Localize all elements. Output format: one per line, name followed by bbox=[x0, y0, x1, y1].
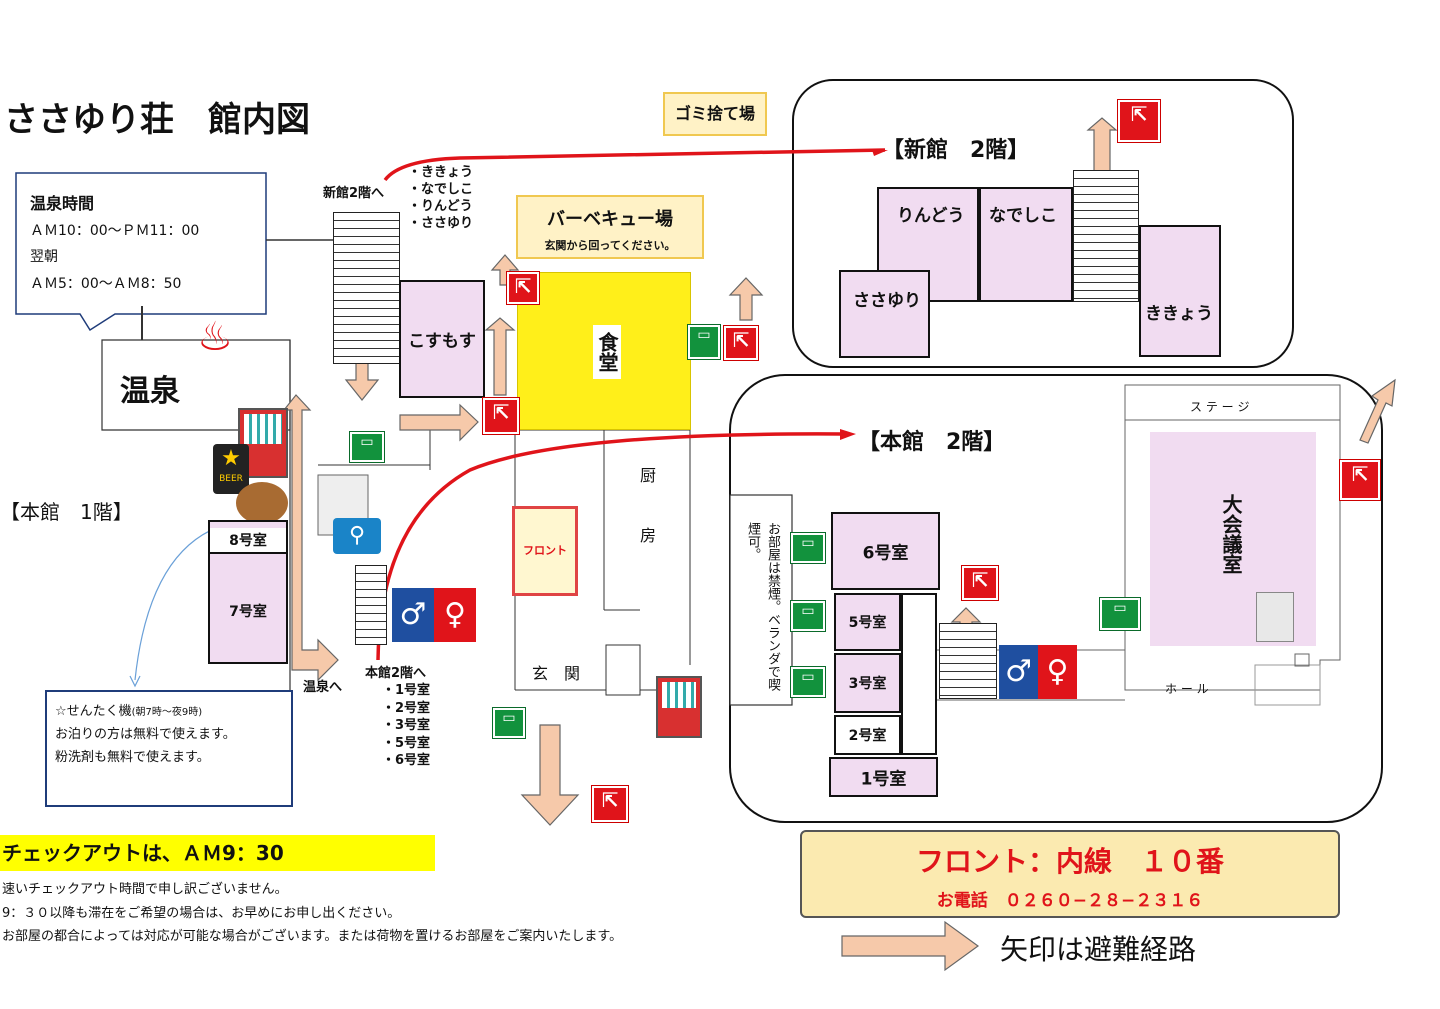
page-title: ささゆり荘 館内図 bbox=[4, 100, 310, 140]
room-7: 7号室 bbox=[229, 604, 267, 620]
floor1-label: 【本館 1階】 bbox=[0, 500, 133, 524]
smoking-area-icon: ▭ bbox=[492, 707, 526, 739]
no-smoking-note: お部屋は禁煙。ベランダで喫煙可。 bbox=[745, 522, 780, 691]
bear-mascot-icon bbox=[236, 482, 288, 524]
stage-label: ス テ ー ジ bbox=[1190, 400, 1250, 414]
checkout-note-2: 9：３０以降も滞在をご希望の場合は、お早めにお申し出ください。 bbox=[2, 906, 401, 921]
checkout-note-3: お部屋の都合によっては対応が可能な場合がございます。または荷物を置けるお部屋をご… bbox=[2, 929, 623, 944]
shinkan-stairs bbox=[1073, 170, 1139, 302]
emergency-exit-icon: ⇱ bbox=[723, 325, 759, 361]
room-6: 6号室 bbox=[831, 512, 940, 590]
room-3: 3号室 bbox=[834, 653, 901, 713]
restroom-icon: ♂♀ bbox=[392, 588, 476, 642]
smoking-area-icon: ▭ bbox=[1099, 597, 1141, 631]
garbage-area: ゴミ捨て場 bbox=[663, 92, 767, 136]
conference-hall: 大会議室 bbox=[1150, 432, 1316, 646]
hot-spring-next-morning: 翌朝 bbox=[30, 249, 58, 265]
honkan-room-list: ・1号室・2号室・3号室・5号室・6号室 bbox=[382, 683, 431, 768]
onsen-icon: ♨ bbox=[197, 314, 233, 360]
checkout-banner: チェックアウトは、ＡＭ9：30 bbox=[0, 835, 435, 871]
smoking-area-icon: ▭ bbox=[790, 532, 826, 564]
to-shinkan-label: 新館2階へ bbox=[323, 186, 385, 201]
front-desk: フロント bbox=[512, 506, 578, 596]
smoking-area-icon: ▭ bbox=[687, 324, 721, 360]
checkout-note-1: 速いチェックアウト時間で申し訳ございません。 bbox=[2, 882, 288, 897]
legend-text: 矢印は避難経路 bbox=[1000, 933, 1197, 966]
restroom-icon: ♂♀ bbox=[999, 645, 1077, 699]
hot-spring-hours-2: ＡＭ5：00〜ＡＭ8：50 bbox=[30, 276, 182, 292]
emergency-exit-icon: ⇱ bbox=[591, 785, 629, 823]
kitchen-label-1: 厨 bbox=[640, 466, 657, 485]
smoking-area-icon: ▭ bbox=[790, 666, 826, 698]
emergency-exit-icon: ⇱ bbox=[506, 271, 540, 305]
to-honkan-label: 本館2階へ bbox=[365, 666, 427, 681]
honkan-stairs bbox=[939, 623, 997, 699]
room-8: 8号室 bbox=[210, 528, 286, 554]
hot-spring-heading: 温泉時間 bbox=[30, 194, 95, 213]
room-5: 5号室 bbox=[834, 593, 901, 651]
hot-spring-callout bbox=[15, 172, 267, 332]
stairs-to-honkan bbox=[355, 565, 387, 645]
honkan-floor-label: 【本館 2階】 bbox=[858, 430, 1006, 455]
room-2: 2号室 bbox=[834, 715, 901, 755]
dining-hall: 食堂 bbox=[517, 272, 691, 430]
beer-machine-icon: ★BEER bbox=[213, 444, 249, 494]
to-onsen-label: 温泉へ bbox=[303, 680, 343, 695]
onsen-label: 温泉 bbox=[120, 374, 180, 409]
water-tap-icon: ⚲ bbox=[333, 518, 381, 554]
room-kosumosu: こすもす bbox=[399, 280, 485, 398]
room-kikyou: ききょう bbox=[1139, 225, 1221, 357]
front-contact-scroll: フロント：内線 １０番 お電話 ０２６０−２８−２３１６ bbox=[800, 830, 1340, 918]
kitchen-label-2: 房 bbox=[640, 526, 657, 545]
honkan-corridor bbox=[901, 593, 937, 755]
bbq-area: バーベキュー場 玄関から回ってください。 bbox=[516, 195, 704, 259]
hot-spring-hours-1: ＡＭ10：00〜ＰＭ11：00 bbox=[30, 223, 200, 239]
emergency-exit-icon: ⇱ bbox=[1339, 459, 1381, 501]
stairs-to-shinkan bbox=[333, 212, 400, 364]
vending-machine-icon bbox=[656, 676, 702, 738]
shinkan-room-list: ・ききょう・なでしこ・りんどう・ささゆり bbox=[408, 165, 474, 231]
emergency-exit-icon: ⇱ bbox=[961, 565, 999, 601]
room-sasayuri: ささゆり bbox=[839, 270, 930, 358]
emergency-exit-icon: ⇱ bbox=[482, 397, 520, 435]
entrance-label: 玄 関 bbox=[532, 664, 581, 683]
room-1: 1号室 bbox=[829, 757, 938, 797]
laundry-info-box: ☆せんたく機(朝7時〜夜9時) お泊りの方は無料で使えます。 粉洗剤も無料で使え… bbox=[45, 690, 293, 807]
smoking-area-icon: ▭ bbox=[790, 600, 826, 632]
room-nadeshiko: なでしこ bbox=[979, 187, 1073, 302]
emergency-exit-icon: ⇱ bbox=[1117, 99, 1161, 143]
smoking-area-icon: ▭ bbox=[349, 431, 385, 463]
hall-label: ホ ー ル bbox=[1165, 682, 1209, 696]
shinkan-floor-label: 【新館 2階】 bbox=[882, 138, 1030, 163]
